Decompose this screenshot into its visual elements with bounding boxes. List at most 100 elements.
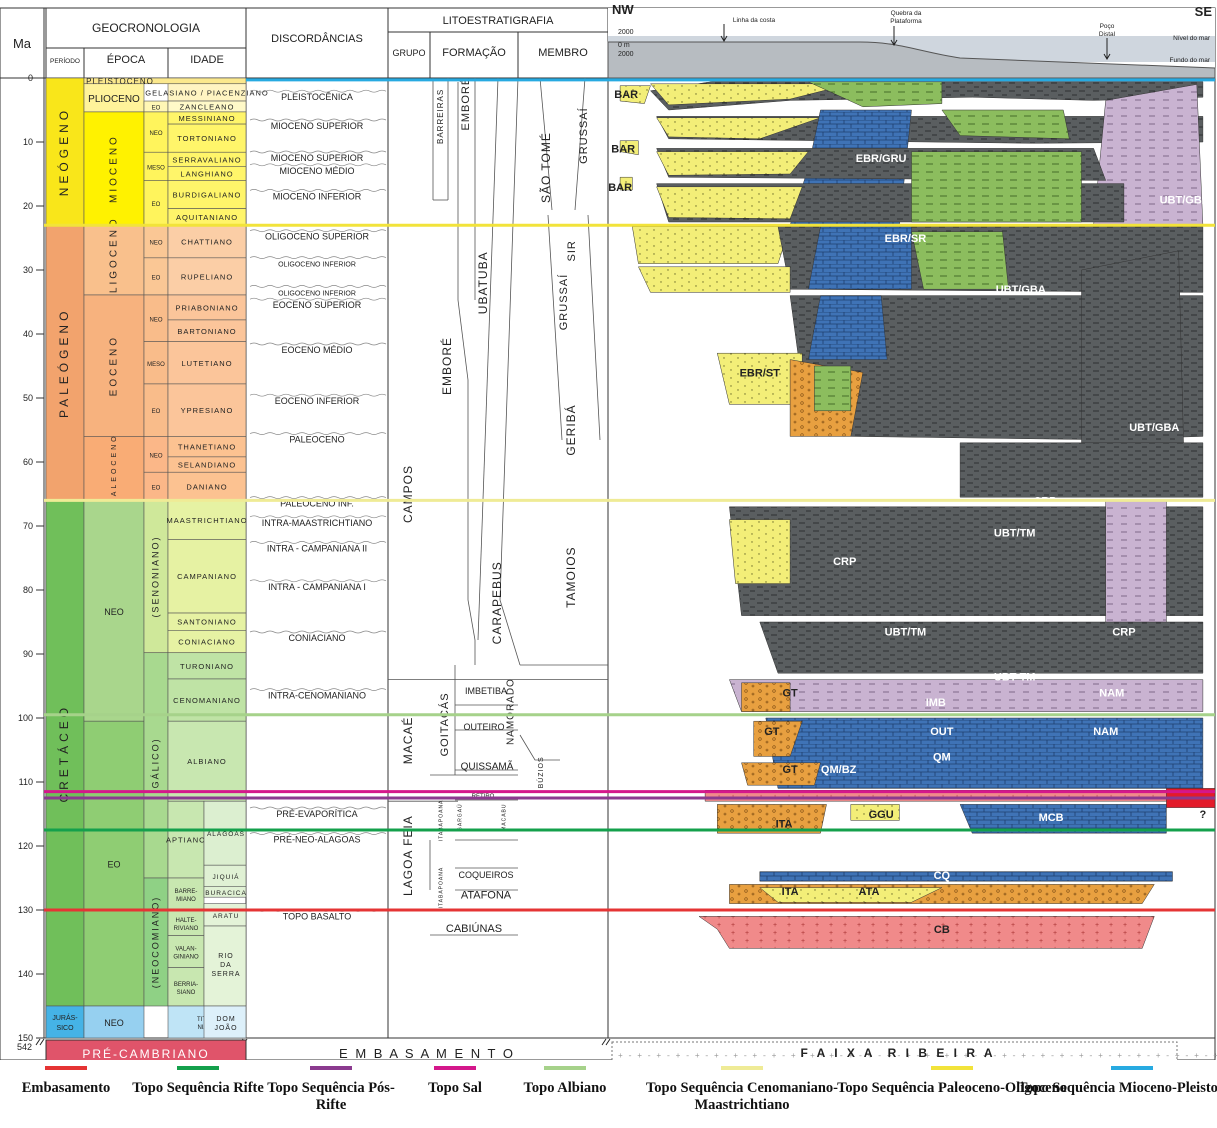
epoch-label: PALEOCENO bbox=[111, 433, 118, 503]
basement-crosses: + - + - + - + - + - + - + - + - + - + - … bbox=[618, 1052, 1217, 1060]
age-label: SELANDIANO bbox=[178, 461, 236, 470]
svg-text:SICO: SICO bbox=[56, 1025, 74, 1032]
formation-boundary bbox=[477, 77, 499, 641]
legend-item: Topo Sequência Paleoceno-Oligoceno bbox=[822, 1066, 1082, 1097]
formation-label: ITABAPOANA bbox=[438, 867, 444, 909]
eo-carbonate bbox=[807, 295, 888, 360]
section-label: GGU bbox=[869, 809, 894, 821]
period-3 bbox=[45, 1005, 85, 1039]
ma-tick-label: 20 bbox=[23, 201, 33, 211]
legend-swatch bbox=[434, 1066, 476, 1070]
ma-tick-label: 40 bbox=[23, 329, 33, 339]
age-label: VALAN- bbox=[175, 947, 196, 953]
cenoman-marl bbox=[729, 679, 1204, 712]
discordance-label: INTRA - CAMPANIANA II bbox=[267, 543, 367, 553]
formation-label: CABIÚNAS bbox=[446, 922, 502, 935]
age-25 bbox=[167, 877, 205, 911]
ma-tick-label: 80 bbox=[23, 585, 33, 595]
formation-label: GOITACÁS bbox=[438, 692, 451, 756]
local-stage-label: JIQUIÁ bbox=[213, 872, 240, 881]
ggu-sand bbox=[850, 804, 900, 821]
section-label: CRP bbox=[1112, 627, 1135, 639]
se-label: SE bbox=[1195, 4, 1213, 19]
age-27 bbox=[167, 935, 205, 968]
period-label: CRETÁCEO bbox=[56, 704, 71, 803]
legend-item: Topo Sal bbox=[389, 1066, 521, 1097]
age-3 bbox=[167, 123, 247, 153]
discordance-line bbox=[249, 285, 387, 288]
paleoc-shale bbox=[959, 442, 1204, 498]
coastline-arrow bbox=[720, 24, 728, 42]
legend-swatch bbox=[177, 1066, 219, 1070]
legend-label: Topo Sequência Rifte bbox=[132, 1080, 264, 1096]
epoch-label: PLIOCENO bbox=[88, 94, 140, 105]
faixa-ribeira-box bbox=[611, 1041, 1178, 1060]
subepoch-12 bbox=[143, 652, 169, 879]
discordance-label: PLEISTOCÊNICA bbox=[281, 92, 353, 102]
age-21 bbox=[167, 652, 247, 680]
mio-sand-1 bbox=[656, 117, 821, 140]
member-label: SIR bbox=[566, 240, 578, 261]
discordance-label: PALEOCENO bbox=[289, 435, 344, 445]
age-label: DANIANO bbox=[186, 482, 227, 491]
age-label: PRIABONIANO bbox=[175, 303, 238, 312]
gt-conglomerate-1 bbox=[741, 682, 791, 712]
legend-label: Topo Sequência Mioceno-Pleistoceno bbox=[1017, 1080, 1217, 1096]
ma-tick-label: 140 bbox=[18, 969, 33, 979]
distal-well-arrow bbox=[1103, 38, 1111, 60]
neogene-green bbox=[808, 81, 943, 108]
discordance-line bbox=[249, 229, 387, 233]
legend-swatch bbox=[1111, 1066, 1153, 1070]
epoch-1 bbox=[83, 83, 145, 113]
axis-break-mark bbox=[601, 1038, 611, 1046]
discordance-label: PRÉ-EVAPORÍTICA bbox=[276, 809, 357, 819]
discordance-label: TOPO BASALTO bbox=[283, 911, 352, 921]
age-label: APTIANO bbox=[166, 836, 206, 845]
mcb-carbonate bbox=[959, 804, 1167, 834]
age-label: THANETIANO bbox=[178, 443, 236, 452]
formation-boundary bbox=[429, 774, 518, 936]
formation-label: QUISSAMÃ bbox=[461, 760, 514, 773]
section-label: BAR bbox=[614, 89, 638, 101]
formacao-header: FORMAÇÃO bbox=[442, 46, 506, 59]
ma-tick-label: 120 bbox=[18, 841, 33, 851]
epoch-label: PLEISTOCENO bbox=[86, 77, 154, 86]
local-stage-label: DOM bbox=[216, 1016, 235, 1023]
section-label: MCB bbox=[1039, 812, 1064, 824]
age-label: ALBIANO bbox=[187, 757, 227, 766]
mio-sand-2 bbox=[656, 151, 809, 176]
age-9 bbox=[167, 257, 247, 296]
legend-item: Embasamento bbox=[0, 1066, 132, 1097]
neogene-sand bbox=[649, 83, 851, 106]
cq-carbonate bbox=[759, 871, 1173, 882]
member-label: SÃO TOMÉ bbox=[538, 132, 553, 203]
formation-label: GARGAÚ bbox=[456, 803, 463, 831]
period-label: PALEÓGENO bbox=[56, 308, 71, 418]
depth-top-label: 2000 bbox=[618, 29, 634, 36]
legend-item: Topo Sequência Mioceno-Pleistoceno bbox=[1002, 1066, 1217, 1097]
legend-swatch bbox=[931, 1066, 973, 1070]
local-stage-label: ARATU bbox=[213, 913, 240, 920]
formation-boundary bbox=[457, 78, 476, 665]
litoestratigrafia-header: LITOESTRATIGRAFIA bbox=[443, 15, 554, 27]
svg-text:MIANO: MIANO bbox=[176, 897, 196, 903]
subepoch-7 bbox=[143, 341, 169, 385]
member-label: TAMOIOS bbox=[564, 546, 578, 607]
age-label: CENOMANIANO bbox=[173, 696, 241, 705]
ma-542-label: 542 bbox=[17, 1042, 32, 1052]
age-28 bbox=[167, 967, 205, 1007]
discordance-line bbox=[249, 393, 387, 397]
subepoch-label: EO bbox=[152, 275, 161, 281]
discordance-label: CONIACIANO bbox=[288, 633, 345, 643]
age-label: MESSINIANO bbox=[178, 114, 235, 123]
legend-swatch bbox=[310, 1066, 352, 1070]
age-6 bbox=[167, 180, 247, 209]
gt-conglomerate-3 bbox=[741, 762, 821, 786]
epoch-5 bbox=[83, 436, 145, 501]
age-label: BURDIGALIANO bbox=[173, 190, 242, 199]
shelf-break-label: Quebra da bbox=[891, 10, 922, 17]
age-label: TORTONIANO bbox=[177, 134, 237, 143]
age-16 bbox=[167, 471, 247, 501]
mio-sand-3 bbox=[656, 186, 803, 220]
subepoch-label: EO bbox=[152, 105, 161, 111]
